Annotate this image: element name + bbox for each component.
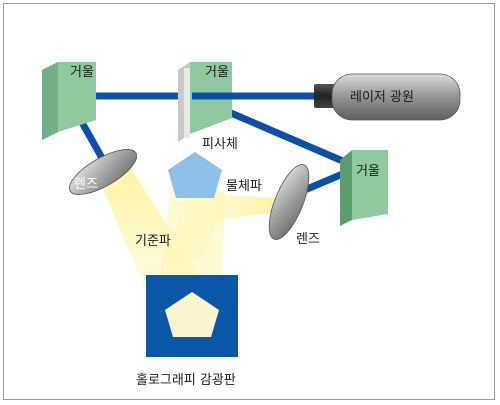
reference-wave-label: 기준파 bbox=[135, 234, 171, 249]
laser-source: 레이저 광원 bbox=[314, 73, 461, 121]
lens-right bbox=[268, 164, 310, 240]
lens-right-label: 렌즈 bbox=[296, 232, 320, 247]
mirror-right-label: 거울 bbox=[356, 164, 380, 179]
object-pentagon bbox=[168, 152, 222, 198]
lens-left: 렌즈 bbox=[68, 149, 138, 195]
object-to-plate-light bbox=[160, 190, 225, 280]
object-wave-label: 물체파 bbox=[226, 179, 262, 194]
mirror-right: 거울 bbox=[340, 150, 388, 226]
holography-plate bbox=[146, 275, 238, 357]
mirror-left-label: 거울 bbox=[70, 65, 94, 80]
laser-label: 레이저 광원 bbox=[350, 90, 414, 105]
object-label: 피사체 bbox=[202, 137, 238, 152]
mirror-center-label: 거울 bbox=[205, 65, 229, 80]
plate-label: 홀로그래피 감광판 bbox=[136, 373, 236, 388]
mirror-center: 거울 bbox=[178, 62, 232, 142]
diagram-frame bbox=[3, 3, 495, 400]
lens-left-label: 렌즈 bbox=[74, 177, 98, 192]
mirror-left: 거울 bbox=[42, 62, 96, 140]
